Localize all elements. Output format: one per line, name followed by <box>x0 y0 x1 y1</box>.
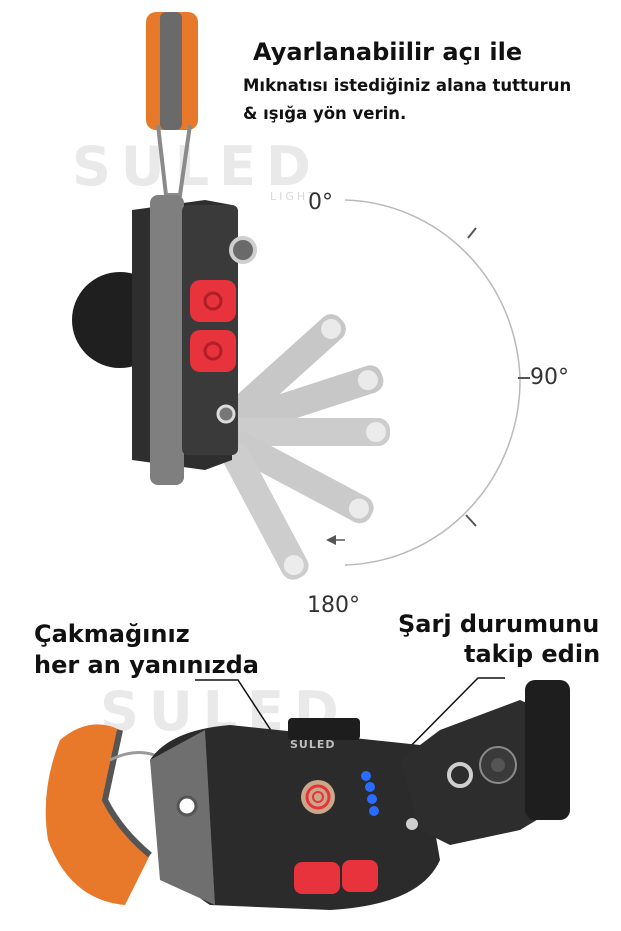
power-buttons-bottom <box>294 860 378 894</box>
headline: Ayarlanabiilir açı ile <box>253 38 523 66</box>
charge-label-line1: Şarj durumunu <box>398 610 600 638</box>
rotating-arm-ghosts <box>221 314 390 580</box>
subline-1: Mıknatısı istediğiniz alana tutturun <box>243 76 572 95</box>
lighter-label-line1: Çakmağınız <box>34 620 190 648</box>
rotation-arc <box>326 199 530 566</box>
angle-label-90: 90° <box>530 365 569 390</box>
watermark-top: SULED <box>72 135 321 198</box>
bottom-orange-clip <box>45 724 166 905</box>
watermark-sub: LIGHT <box>270 190 318 203</box>
power-buttons-top <box>190 280 236 372</box>
subline-2: & ışığa yön verin. <box>243 104 407 123</box>
top-orange-clip <box>146 12 198 197</box>
angle-label-0: 0° <box>308 190 333 215</box>
lighter-coil <box>301 780 335 814</box>
lighter-label-line2: her an yanınızda <box>34 651 259 679</box>
angle-label-180: 180° <box>307 593 360 618</box>
hinge-bracket <box>400 680 570 845</box>
device-brand-label: SULED <box>290 738 336 751</box>
light-body-side <box>72 195 257 485</box>
charge-label-line2: takip edin <box>464 640 601 668</box>
charge-indicator-leds <box>361 771 379 816</box>
